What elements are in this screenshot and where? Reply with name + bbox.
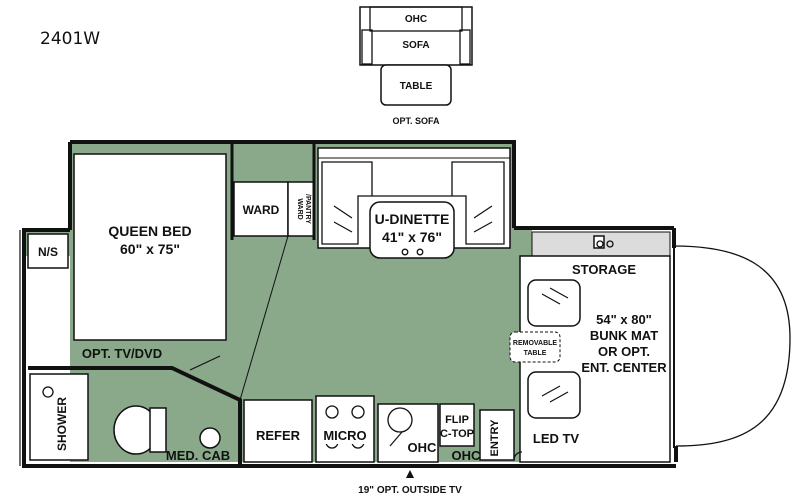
front-seat-lower	[527, 371, 581, 419]
ohc-entry-label: OHC	[452, 448, 482, 463]
nightstand-label: N/S	[38, 245, 58, 259]
refrigerator	[243, 399, 313, 463]
opt-tv-dvd-label: OPT. TV/DVD	[82, 346, 162, 361]
opt-sofa-sofa-label: SOFA	[402, 40, 429, 51]
shower-label: SHOWER	[55, 397, 69, 451]
exterior-walls	[19, 140, 678, 468]
opt-sofa-table-label: TABLE	[400, 81, 433, 92]
bathroom-wall	[28, 366, 242, 466]
galley-counter	[377, 403, 439, 463]
dinette-table	[369, 201, 455, 259]
bunk-label-1: 54" x 80"	[596, 312, 652, 327]
opt-table	[380, 64, 452, 106]
shower	[29, 373, 89, 461]
opt-sofa-caption: OPT. SOFA	[392, 116, 440, 126]
ohc-cabinet	[369, 6, 463, 32]
kitchen-sink	[387, 407, 413, 433]
ward-pantry	[287, 181, 315, 237]
outside-tv-marker-icon	[406, 470, 414, 478]
wardrobe	[233, 181, 289, 237]
sofa-arm-left	[361, 29, 373, 65]
sofa-arm-right	[459, 29, 471, 65]
queen-bed	[73, 153, 227, 341]
led-tv-label: LED TV	[533, 431, 580, 446]
refer-label: REFER	[256, 428, 301, 443]
removable-table	[509, 331, 561, 363]
front-seat-upper	[527, 279, 581, 327]
outside-tv-label: 19" OPT. OUTSIDE TV	[358, 485, 462, 496]
ward-pantry-label: WARD	[296, 198, 303, 219]
storage-label: STORAGE	[572, 262, 636, 277]
entry-step	[479, 409, 515, 461]
bunk-label-3: OR OPT.	[598, 344, 650, 359]
u-dinette-size: 41" x 76"	[382, 229, 442, 245]
ward-pantry-label-2: /PANTRY	[304, 194, 311, 224]
u-dinette	[317, 147, 511, 259]
cab-nose	[673, 245, 791, 447]
slide-line	[239, 235, 289, 401]
model-number: 2401W	[40, 29, 100, 49]
opt-sofa-ohc-label: OHC	[405, 14, 427, 25]
u-dinette-label: U-DINETTE	[375, 211, 450, 227]
flip-ctop-label-2: C-TOP	[440, 428, 474, 440]
med-cab-label: MED. CAB	[166, 448, 230, 463]
bunk-label-4: ENT. CENTER	[581, 360, 667, 375]
bath-sink	[199, 427, 221, 449]
removable-table-label-1: REMOVABLE	[513, 340, 558, 347]
ohc-kitchen-label: OHC	[408, 440, 438, 455]
bunk-label-2: BUNK MAT	[590, 328, 658, 343]
micro-label: MICRO	[323, 428, 366, 443]
queen-bed-label: QUEEN BED	[108, 223, 191, 239]
removable-table-label-2: TABLE	[524, 350, 547, 357]
sofa-outline	[359, 6, 473, 66]
queen-bed-size: 60" x 75"	[120, 241, 180, 257]
wardrobe-label: WARD	[243, 203, 280, 217]
opt-sofa-inset: OHC SOFA TABLE OPT. SOFA	[359, 6, 473, 126]
entry-label: ENTRY	[489, 419, 501, 457]
nightstand	[27, 233, 69, 269]
flip-ctop-label-1: FLIP	[445, 414, 469, 426]
flip-countertop	[439, 403, 475, 447]
